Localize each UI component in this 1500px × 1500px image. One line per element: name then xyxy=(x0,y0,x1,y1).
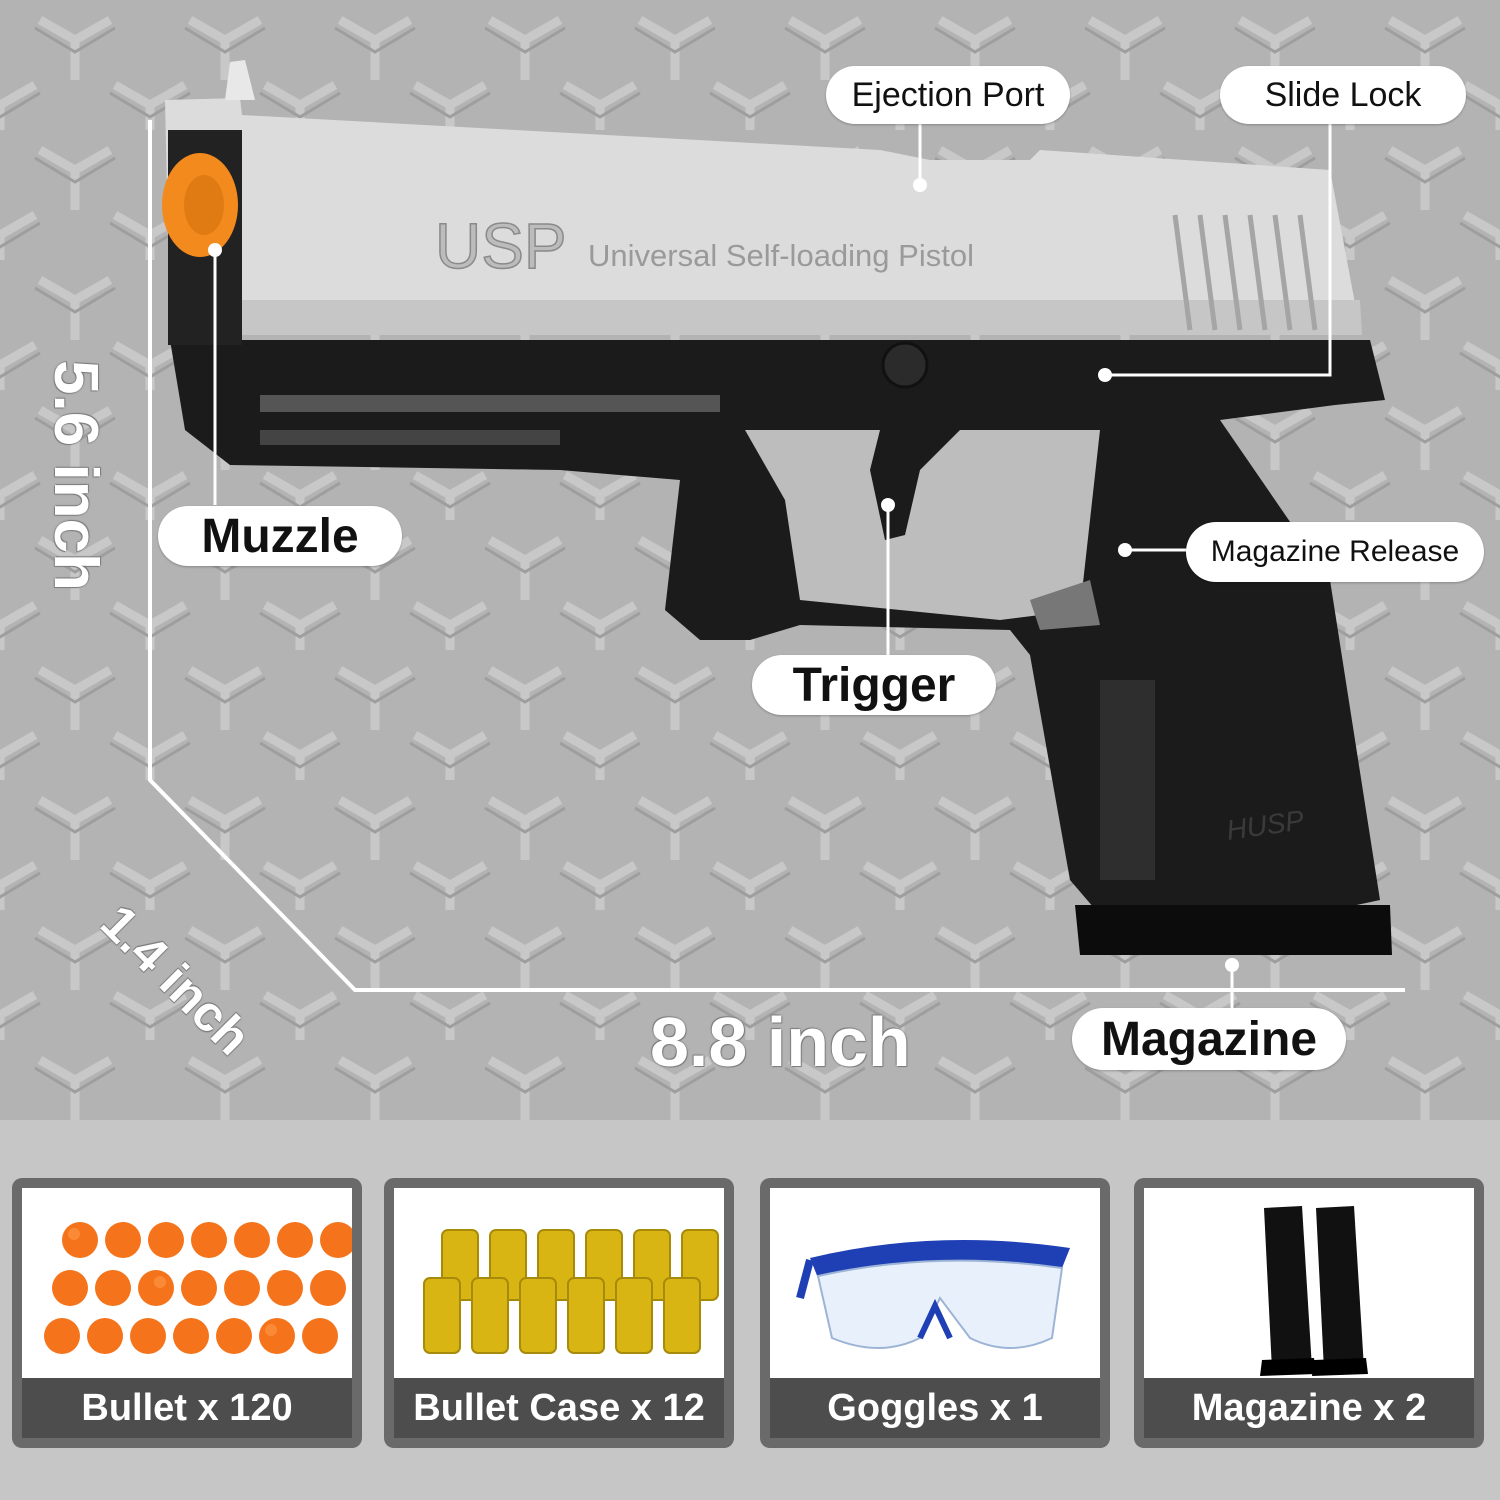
package-item-bullets: Bullet x 120 xyxy=(12,1178,362,1448)
dimension-length: 8.8 inch xyxy=(650,1003,911,1081)
slide-engraving-subtext: Universal Self-loading Pistol xyxy=(588,238,974,273)
slide-engraving-usp: USP xyxy=(435,210,567,282)
callout-slide-lock: Slide Lock xyxy=(1220,66,1466,124)
callout-magazine: Magazine xyxy=(1072,1008,1346,1070)
callout-trigger: Trigger xyxy=(752,655,996,715)
magazines-icon xyxy=(1260,1206,1368,1376)
callout-muzzle: Muzzle xyxy=(158,506,402,566)
callout-magazine-label: Magazine xyxy=(1100,1012,1318,1066)
package-item-image xyxy=(22,1188,352,1378)
callout-slide-lock-label: Slide Lock xyxy=(1264,75,1422,114)
pistol-frame xyxy=(170,340,1392,955)
safety-goggles-icon xyxy=(796,1240,1070,1349)
callout-ejection-port-label: Ejection Port xyxy=(851,75,1045,114)
dimension-guide-lines xyxy=(148,120,1405,992)
callout-leader-lines xyxy=(213,120,1332,1015)
product-hero: USP Universal Self-loading Pistol HUSP E… xyxy=(0,0,1500,1120)
callout-ejection-port: Ejection Port xyxy=(826,66,1070,124)
callout-magazine-release: Magazine Release xyxy=(1186,522,1484,582)
pistol-illustration: USP Universal Self-loading Pistol HUSP xyxy=(148,60,1405,1015)
dimension-height: 5.6 inch xyxy=(40,360,110,591)
orange-foam-bullets-icon xyxy=(44,1222,352,1354)
package-item-goggles: Goggles x 1 xyxy=(760,1178,1110,1448)
package-item-label: Bullet Case x 12 xyxy=(394,1378,724,1438)
package-item-bullet-cases: Bullet Case x 12 xyxy=(384,1178,734,1448)
pistol-slide xyxy=(165,60,1362,345)
package-item-magazines: Magazine x 2 xyxy=(1134,1178,1484,1448)
package-item-image xyxy=(1144,1188,1474,1378)
slide-lever-icon xyxy=(881,341,929,389)
callout-magazine-release-label: Magazine Release xyxy=(1210,535,1460,568)
callout-muzzle-label: Muzzle xyxy=(201,509,359,563)
package-item-label: Goggles x 1 xyxy=(770,1378,1100,1438)
package-item-image xyxy=(394,1188,724,1378)
package-item-image xyxy=(770,1188,1100,1378)
package-item-label: Bullet x 120 xyxy=(22,1378,352,1438)
package-item-label: Magazine x 2 xyxy=(1144,1378,1474,1438)
gold-bullet-cases-icon xyxy=(423,1229,719,1354)
callout-trigger-label: Trigger xyxy=(792,658,956,712)
